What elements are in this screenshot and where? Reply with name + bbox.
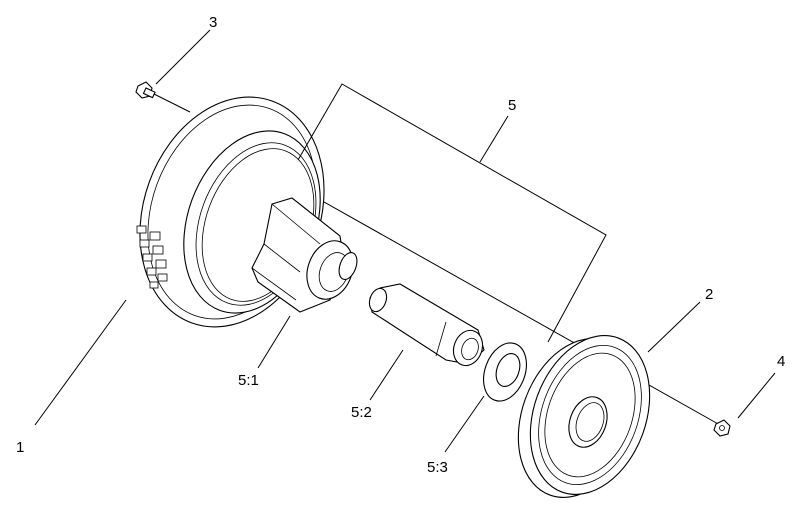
washer	[483, 342, 527, 402]
callout-leaders	[34, 29, 776, 453]
callout-1: 1	[16, 439, 24, 456]
callout-4: 4	[777, 353, 785, 370]
callout-5-3: 5:3	[427, 459, 448, 476]
bushing	[368, 283, 485, 367]
callout-5-1: 5:1	[238, 372, 259, 389]
callout-5: 5	[508, 97, 516, 114]
callout-5-2: 5:2	[351, 404, 372, 421]
callout-3: 3	[209, 14, 217, 31]
bolt	[135, 81, 156, 99]
nut	[713, 419, 731, 437]
wheel-tire	[136, 96, 325, 328]
callout-2: 2	[705, 286, 713, 303]
tire-tread	[136, 225, 168, 289]
hub	[251, 197, 358, 313]
rim	[517, 335, 651, 498]
